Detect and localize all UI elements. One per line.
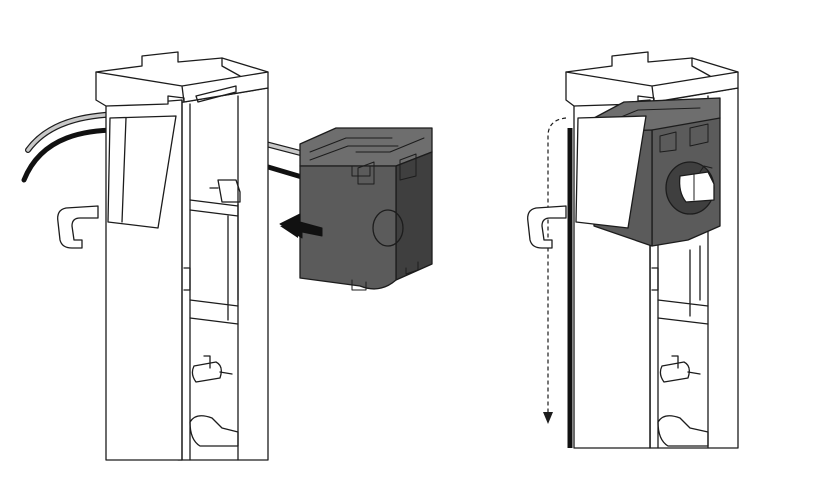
- ct-terminal-block: [357, 153, 417, 185]
- ct-bottom-feet: [351, 261, 419, 291]
- housing-side-hook: [57, 205, 99, 249]
- ct-front-face: [299, 165, 397, 290]
- ct-right-face: [395, 151, 433, 281]
- left-current-transformer: [299, 127, 433, 291]
- left-housing: [57, 51, 269, 461]
- housing-latch-top: [209, 179, 241, 203]
- housing-small-slot: [183, 267, 191, 291]
- housing-internal-ribs: [189, 199, 239, 325]
- housing-cap-notch: [195, 85, 237, 103]
- ct-primary-aperture: [372, 209, 404, 247]
- housing-cap-top-edge: [565, 57, 739, 103]
- right-housing: [527, 51, 739, 449]
- housing-latch-detail: [693, 165, 713, 201]
- arrow-left-shaft: [279, 213, 323, 239]
- housing-snap-pin-lower: [191, 355, 233, 383]
- arrow-down-dashed-head: [543, 412, 553, 424]
- housing-bottom-lip: [189, 415, 239, 447]
- housing-snap-pin-lower: [659, 355, 701, 383]
- housing-top-cap: [565, 51, 739, 107]
- housing-top-cap: [95, 51, 269, 107]
- ct-terminal-grooves: [309, 137, 425, 177]
- housing-clip-flap: [575, 115, 647, 229]
- housing-internal-ribs: [657, 245, 709, 325]
- housing-clip-flap-edge: [121, 117, 127, 223]
- housing-cap-top-edge: [95, 57, 269, 103]
- right-panel-after-insertion: [527, 51, 739, 449]
- housing-bottom-lip: [657, 415, 709, 447]
- housing-side-hook: [527, 205, 567, 249]
- left-panel-before-insertion: [21, 51, 433, 461]
- housing-back-wall: [177, 87, 269, 461]
- housing-latch-through-aperture: [678, 171, 715, 203]
- housing-small-slot: [651, 267, 659, 291]
- arrow-down-dashed-icon: [547, 117, 567, 414]
